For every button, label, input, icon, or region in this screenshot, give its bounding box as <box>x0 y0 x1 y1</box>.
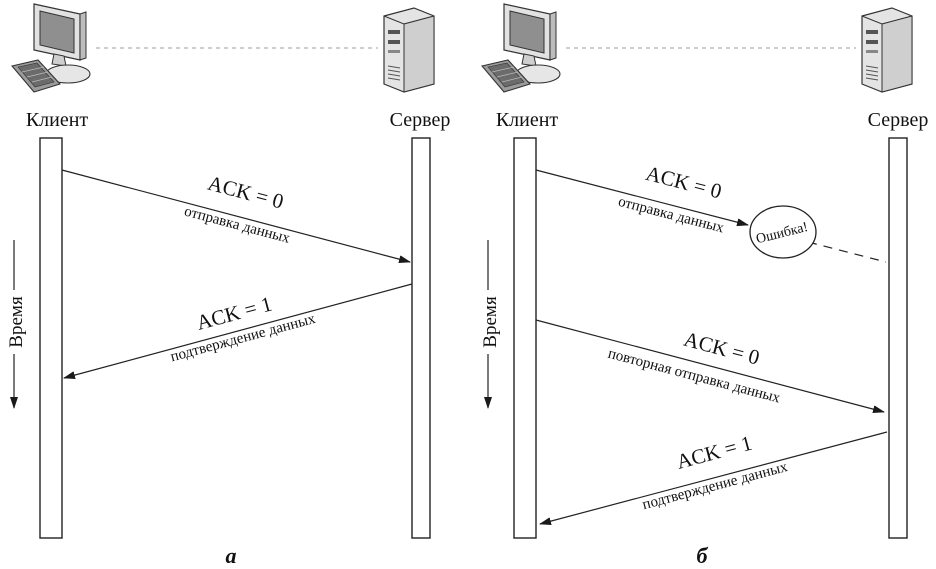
message-arrow-3 <box>539 431 888 526</box>
time-label-bg <box>477 290 499 354</box>
client-lifeline <box>513 137 537 539</box>
diagram-b: Клиент Сервер Время ACK = 0 отправка дан… <box>477 3 929 568</box>
server-lifeline <box>888 137 908 539</box>
caption-b: б <box>697 543 709 568</box>
server-label: Сервер <box>390 109 451 131</box>
server-lifeline <box>411 137 431 539</box>
message-3-ack: ACK = 1 <box>674 431 755 474</box>
diagram-a: Клиент Сервер Время ACK = 0 отправка дан… <box>3 3 451 568</box>
message-arrow-1 <box>535 169 749 227</box>
message-1-ack: ACK = 0 <box>643 161 724 204</box>
desktop-computer-icon <box>11 3 91 93</box>
lost-message-dashed <box>807 241 887 263</box>
time-label: Время <box>480 296 501 348</box>
desktop-computer-icon <box>481 3 561 93</box>
server-tower-icon <box>861 7 913 93</box>
message-arrow-1 <box>61 169 411 264</box>
time-label: Время <box>6 296 27 348</box>
server-label: Сервер <box>868 109 929 131</box>
message-arrow-2 <box>535 319 885 414</box>
message-arrow-2 <box>63 283 413 379</box>
client-lifeline <box>39 137 63 539</box>
client-label: Клиент <box>26 109 89 131</box>
caption-a: а <box>226 543 237 568</box>
client-label: Клиент <box>496 109 559 131</box>
message-1-ack: ACK = 0 <box>205 171 286 214</box>
error-bubble <box>749 205 817 259</box>
message-3-desc: подтверждение данных <box>641 459 790 513</box>
server-tower-icon <box>383 7 435 93</box>
time-label-bg <box>3 290 25 354</box>
message-2-ack: ACK = 0 <box>681 327 762 370</box>
